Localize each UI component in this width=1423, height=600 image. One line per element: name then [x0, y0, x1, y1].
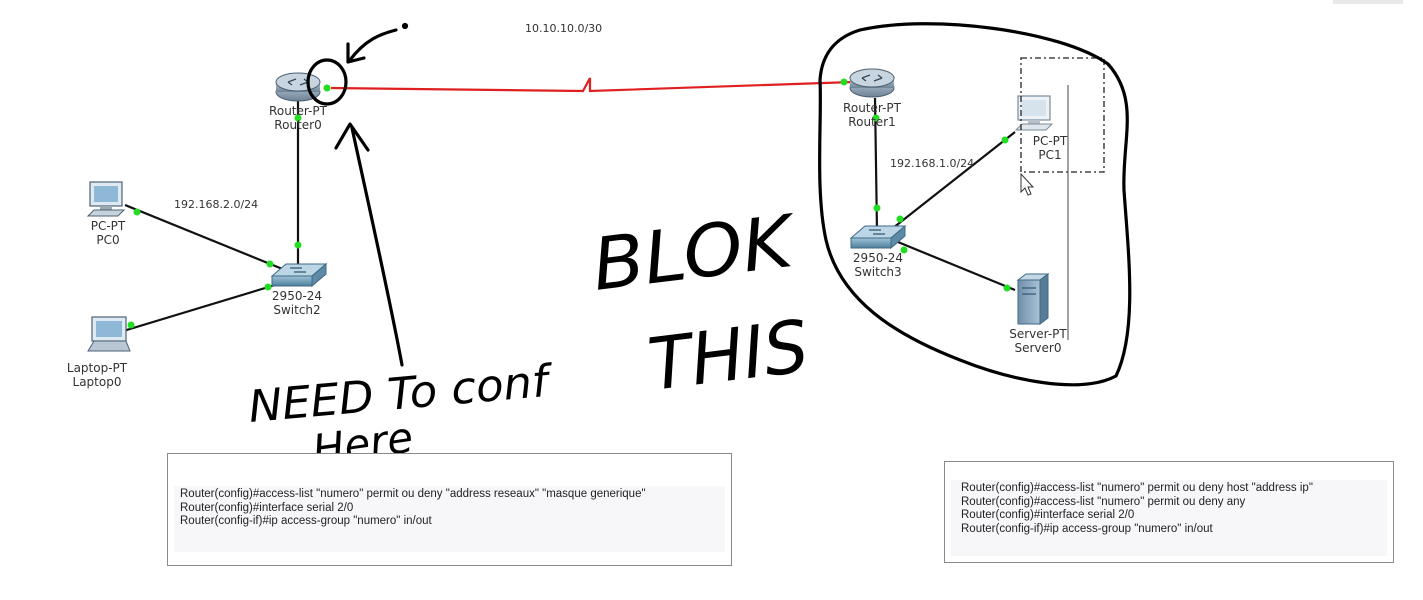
router1-label: Router-PT Router1	[832, 101, 912, 129]
device-name: Switch2	[273, 303, 321, 317]
device-model: Server-PT	[1009, 327, 1067, 341]
device-name: Router1	[848, 115, 896, 129]
laptop0-label: Laptop-PT Laptop0	[52, 361, 142, 389]
ink-text-blok: BLOK	[588, 199, 802, 307]
pc0-label: PC-PT PC0	[68, 219, 148, 247]
desktop-pc-icon[interactable]	[86, 181, 126, 217]
pc1-label: PC-PT PC1	[1010, 134, 1090, 162]
ink-dot	[401, 22, 409, 30]
server-icon[interactable]	[1016, 273, 1050, 325]
device-model: PC-PT	[1032, 134, 1068, 148]
link-pc0-switch2	[124, 203, 286, 272]
switch3-label: 2950-24 Switch3	[838, 251, 918, 279]
top-right-edge-strip	[1333, 0, 1403, 4]
device-name: PC1	[1038, 148, 1062, 162]
ink-arrowhead-long	[334, 122, 370, 152]
left-lan-network-label: 192.168.2.0/24	[174, 198, 259, 211]
desktop-pc-icon[interactable]	[1014, 95, 1054, 131]
ink-text-this: THIS	[644, 304, 813, 407]
mouse-cursor-icon	[1020, 172, 1035, 196]
device-model: 2950-24	[271, 289, 323, 303]
command-line: Router(config)#access-list "numero" perm…	[961, 482, 1313, 494]
serial-link-router0-router1	[330, 77, 854, 93]
left-command-list: Router(config)#access-list "numero" perm…	[174, 486, 725, 552]
router-icon[interactable]	[849, 68, 895, 98]
command-line: Router(config)#access-list "numero" perm…	[961, 495, 1246, 508]
link-switch3-pc1	[892, 131, 1016, 229]
device-name: Laptop0	[72, 375, 122, 389]
right-lan-network-label: 192.168.1.0/24	[890, 157, 975, 170]
wan-network-label: 10.10.10.0/30	[525, 22, 603, 35]
device-model: Router-PT	[843, 101, 901, 115]
ink-enclosure-right-lan	[818, 22, 1132, 387]
command-line: Router(config)#access-list "numero" perm…	[180, 488, 646, 500]
router0-label: Router-PT Router0	[258, 104, 338, 132]
ink-circle-router0-port	[306, 58, 348, 106]
link-switch3-server0	[892, 238, 1016, 292]
link-laptop0-switch2	[119, 280, 286, 334]
device-model: PC-PT	[90, 219, 126, 233]
command-line: Router(config-if)#ip access-group "numer…	[180, 515, 432, 527]
right-command-box: Router(config)#access-list "numero" perm…	[944, 461, 1394, 563]
command-line: Router(config-if)#ip access-group "numer…	[961, 522, 1213, 535]
device-model: Router-PT	[269, 104, 327, 118]
ink-arrow-top	[348, 28, 398, 62]
left-command-box: Router(config)#access-list "numero" perm…	[167, 453, 732, 566]
device-name: PC0	[96, 233, 120, 247]
switch-icon[interactable]	[270, 262, 328, 288]
device-name: Router0	[274, 118, 322, 132]
ink-arrow-long	[350, 126, 404, 367]
device-name: Switch3	[854, 265, 902, 279]
ethernet-links	[119, 97, 1016, 334]
laptop-icon[interactable]	[87, 316, 131, 352]
switch2-label: 2950-24 Switch2	[257, 289, 337, 317]
ink-arrowhead-top	[346, 42, 366, 64]
switch-icon[interactable]	[849, 224, 907, 250]
link-endpoints	[127, 78, 1011, 329]
command-line: Router(config)#interface serial 2/0	[180, 501, 354, 514]
device-name: Server0	[1014, 341, 1062, 355]
device-model: Laptop-PT	[66, 361, 128, 375]
device-model: 2950-24	[852, 251, 904, 265]
selection-marquee	[1020, 57, 1105, 173]
right-command-list: Router(config)#access-list "numero" perm…	[951, 480, 1387, 556]
server0-label: Server-PT Server0	[993, 327, 1083, 355]
handwritten-annotations	[306, 22, 1132, 387]
command-line: Router(config)#interface serial 2/0	[961, 509, 1135, 521]
